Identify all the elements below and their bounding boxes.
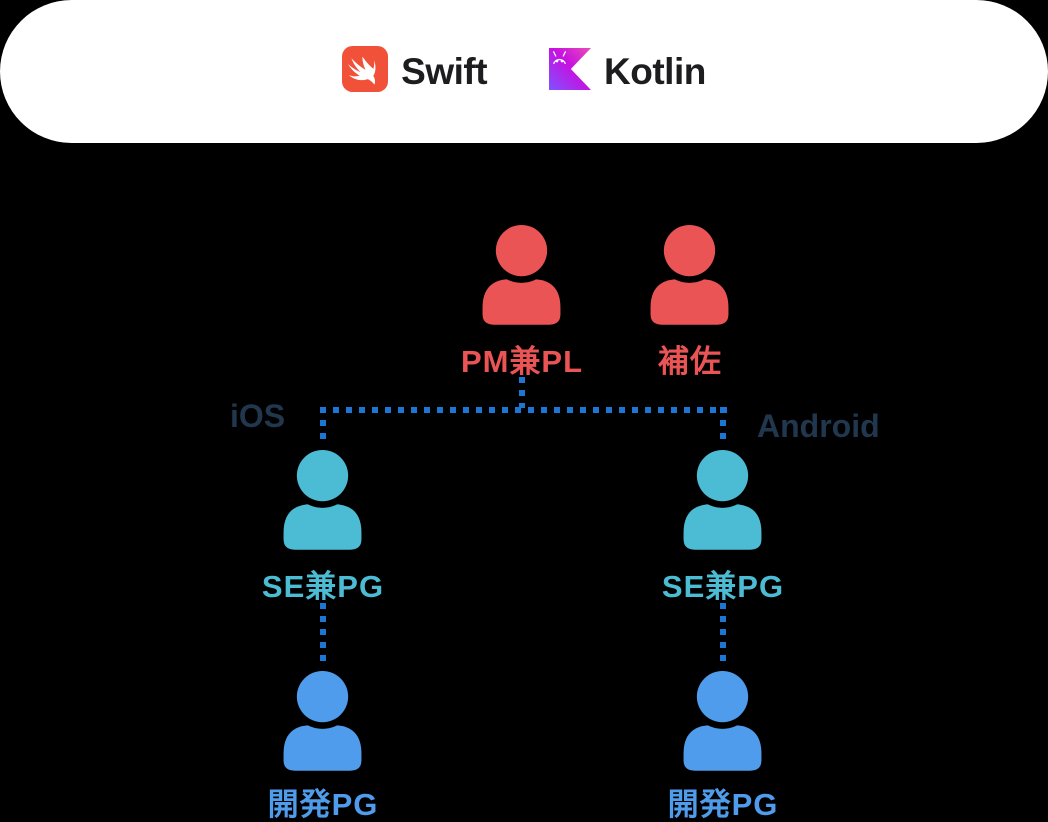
person-icon-pg-android: [675, 670, 770, 771]
swift-logo-icon: [342, 46, 389, 97]
swift-brand: Swift: [342, 46, 488, 97]
connector-se-pg-android: [720, 603, 726, 663]
connector-se-pg-ios: [320, 603, 326, 663]
kotlin-brand: Kotlin: [549, 48, 706, 95]
connector-ios-down: [320, 407, 326, 442]
person-icon-pg-ios: [275, 670, 370, 771]
role-label-se-ios: SE兼PG: [261, 569, 385, 604]
kotlin-logo-icon: [549, 48, 592, 95]
connector-pm-down: [519, 377, 525, 408]
person-icon-se-android: [675, 449, 770, 550]
person-icon-pm: [474, 224, 569, 325]
tech-banner: Swift: [0, 0, 1048, 143]
role-label-assistant: 補佐: [658, 344, 722, 379]
connector-android-down: [720, 407, 726, 442]
person-icon-assistant: [642, 224, 737, 325]
role-label-se-android: SE兼PG: [661, 569, 785, 604]
role-label-pg-ios: 開発PG: [267, 787, 379, 822]
platform-label-android: Android: [757, 408, 880, 444]
platform-label-ios: iOS: [230, 398, 286, 434]
person-icon-se-ios: [275, 449, 370, 550]
kotlin-brand-label: Kotlin: [604, 50, 706, 92]
role-label-pg-android: 開発PG: [667, 787, 779, 822]
swift-brand-label: Swift: [401, 50, 488, 92]
connector-horizontal: [320, 407, 727, 413]
role-label-pm: PM兼PL: [460, 344, 584, 379]
